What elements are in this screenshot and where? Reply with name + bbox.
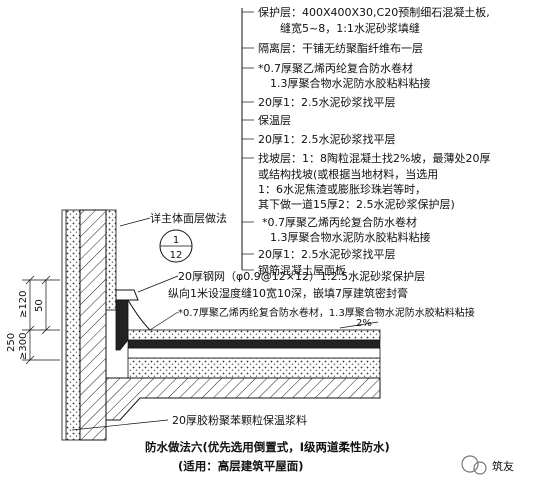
callout-label: 1：6水泥焦渣或膨胀珍珠岩等时， xyxy=(258,182,426,196)
caption-2: (适用：高层建筑平屋面) xyxy=(178,459,304,473)
watermark: 筑友 xyxy=(461,455,514,475)
outer-wall xyxy=(79,209,107,441)
callout-label: 1.3厚聚合物水泥防水胶粘料粘接 xyxy=(270,230,431,244)
wall-finish xyxy=(61,209,67,441)
callout-label: 20厚1：2.5水泥砂浆找平层 xyxy=(258,95,396,109)
screed-layer xyxy=(127,347,381,359)
dim-d4: ≥300 xyxy=(18,333,29,360)
wall-label: 详主体面层做法 xyxy=(150,211,227,225)
watermark-text: 筑友 xyxy=(492,459,514,473)
callout-label: 保护层：400X400X30,C20预制细石混凝土板, xyxy=(258,5,490,19)
wall-insulation xyxy=(65,209,81,441)
membrane-note: *0.7厚聚乙烯丙纶复合防水卷材，1.3厚聚合物水泥防水胶粘料粘接 xyxy=(178,306,475,319)
callout-label: 20厚1：2.5水泥砂浆找平层 xyxy=(258,132,396,146)
callout-label: 保温层 xyxy=(258,113,291,127)
slope-layer xyxy=(127,357,381,379)
callout-label: 20厚1：2.5水泥砂浆找平层 xyxy=(258,247,396,261)
mesh-note-2: 纵向1米设湿度缝10宽10深，嵌填7厚建筑密封膏 xyxy=(168,286,408,300)
membrane-layer xyxy=(127,339,381,349)
callout-label: *0.7厚聚乙烯丙纶复合防水卷材 xyxy=(258,61,413,75)
callout-label: 其下做一道15厚2：2.5水泥砂浆保护层) xyxy=(258,197,455,211)
mesh-note-1: 20厚钢网（φ0.9@12×12）1:2.5水泥砂浆保护层 xyxy=(178,269,425,283)
callout-label: 钢筋混凝土屋面板 xyxy=(258,263,346,277)
detail-ref: 1 12 xyxy=(159,229,193,263)
parapet-insulation xyxy=(105,209,117,311)
drip-cap xyxy=(115,289,139,301)
callout-label: 1.3厚聚合物水泥防水胶粘料粘接 xyxy=(270,76,431,90)
callout-list: 保护层：400X400X30,C20预制细石混凝土板, 缝宽5~8，1:1水泥砂… xyxy=(258,5,490,277)
leader-ticks xyxy=(242,11,254,271)
callout-label: *0.7厚聚乙烯丙纶复合防水卷材 xyxy=(262,215,417,229)
insulation-note: 20厚胶粉聚苯颗粒保温浆料 xyxy=(172,413,307,427)
membrane-upturn xyxy=(115,299,129,351)
callout-label: 找坡层：1：8陶粒混凝土找2%坡，最薄处20厚 xyxy=(258,151,490,165)
callout-label: 隔离层：干铺无纺聚酯纤维布一层 xyxy=(258,41,423,55)
dim-d1: ≥120 xyxy=(18,291,29,318)
detail-ref-top: 1 xyxy=(173,235,179,246)
dim-d2: 50 xyxy=(34,299,45,312)
protection-layer xyxy=(127,329,381,341)
dim-d3: 250 xyxy=(6,333,17,352)
slope-label: 2% xyxy=(356,318,372,329)
fillet xyxy=(127,299,151,331)
callout-label: 或结构找坡(或根据当地材料，当选用 xyxy=(258,167,438,181)
caption-1: 防水做法六(优先选用倒置式，Ⅰ级两道柔性防水) xyxy=(145,440,390,454)
dimensions: ≥120 50 250 ≥300 xyxy=(6,275,60,365)
detail-ref-bottom: 12 xyxy=(170,250,183,261)
callout-label: 缝宽5~8，1:1水泥砂浆填缝 xyxy=(280,21,420,35)
